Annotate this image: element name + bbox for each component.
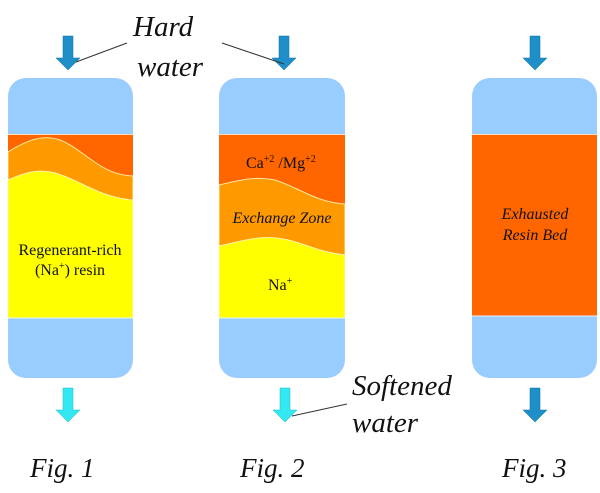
down-arrow-icon — [522, 387, 548, 423]
water-bottom-zone — [219, 318, 345, 378]
water-top-zone — [219, 78, 345, 135]
column-fig-2: Ca+2 /Mg+2 Exchange Zone Na+ — [219, 78, 345, 378]
figure-caption: Fig. 3 — [501, 453, 567, 483]
hard-water-label-line1: Hard — [132, 11, 194, 43]
exhausted-label-line1: Exhausted — [501, 206, 570, 223]
down-arrow-icon — [271, 35, 297, 71]
resin-label-line2: (Na+) resin — [35, 261, 105, 279]
water-top-zone — [8, 78, 133, 135]
column-fig-3: Exhausted Resin Bed — [472, 78, 597, 378]
figure-caption: Fig. 2 — [239, 453, 305, 483]
exchange-zone-label: Exchange Zone — [231, 210, 331, 227]
water-bottom-zone — [8, 318, 133, 378]
column-fig-1: Regenerant-rich (Na+) resin — [8, 78, 133, 378]
down-arrow-icon — [55, 387, 81, 423]
softened-water-label-line1: Softened — [352, 370, 452, 402]
hard-water-label-line2: water — [137, 51, 204, 83]
na-zone-label: Na+ — [268, 276, 293, 294]
down-arrow-icon — [55, 35, 81, 71]
regenerant-zone — [8, 170, 133, 319]
pointer-line — [221, 42, 285, 65]
down-arrow-icon — [522, 35, 548, 71]
water-top-zone — [472, 78, 597, 135]
water-bottom-zone — [472, 316, 597, 378]
exhausted-zone — [472, 135, 597, 316]
resin-label-line1: Regenerant-rich — [18, 242, 121, 259]
regenerant-zone — [219, 237, 345, 319]
pointer-line — [291, 403, 348, 417]
softened-water-label-line2: water — [352, 407, 419, 439]
ca-mg-zone-label: Ca+2 /Mg+2 — [246, 154, 316, 172]
exhausted-label-line2: Resin Bed — [502, 227, 568, 244]
down-arrow-icon — [272, 387, 298, 423]
pointer-line — [75, 42, 128, 63]
figure-caption: Fig. 1 — [29, 453, 95, 483]
